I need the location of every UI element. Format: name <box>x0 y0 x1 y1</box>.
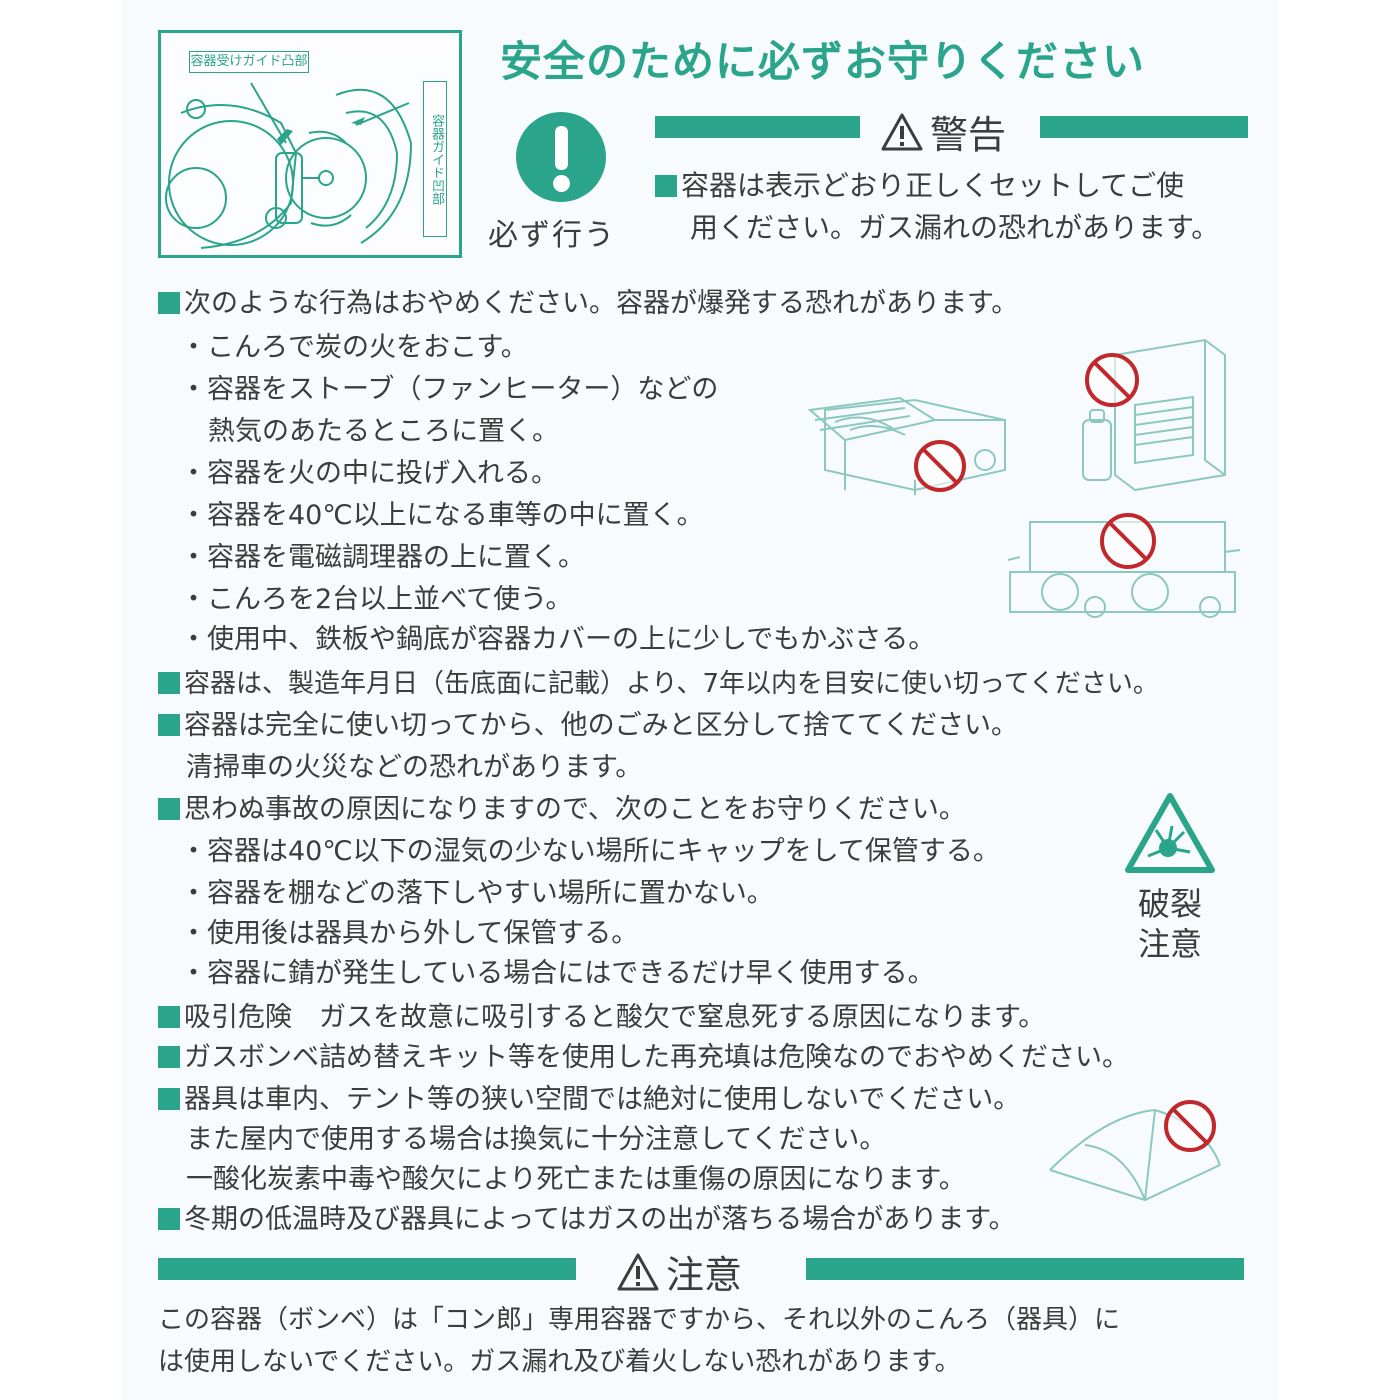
list-item: 思わぬ事故の原因になりますので、次のことをお守りください。 <box>158 792 966 828</box>
prohibited-icon <box>1085 353 1139 407</box>
charcoal-grill-illustration <box>807 396 1006 495</box>
caution-bar-left <box>158 1258 576 1280</box>
caution-heading: 注意 <box>616 1244 742 1299</box>
exclamation-icon <box>516 112 606 202</box>
caution-bar-right <box>806 1258 1244 1280</box>
list-item: ガスボンベ詰め替えキット等を使用した再充填は危険なのでおやめください。 <box>158 1040 1129 1076</box>
burst-caution-label: 破裂 注意 <box>1130 884 1210 964</box>
list-item: ・容器を電磁調理器の上に置く。 <box>180 542 585 573</box>
list-item: ・容器に錆が発生している場合にはできるだけ早く使用する。 <box>180 958 935 989</box>
list-item: ・容器を40℃以上になる車等の中に置く。 <box>180 500 704 531</box>
explosion-warning-icon <box>1125 793 1215 873</box>
warning-heading: 警告 <box>880 104 1006 159</box>
list-item: ・使用後は器具から外して保管する。 <box>180 918 639 949</box>
list-item: ・こんろで炭の火をおこす。 <box>180 332 528 363</box>
prohibited-icon <box>914 440 966 492</box>
warning-bar-right <box>1040 116 1248 138</box>
burst-label-line2: 注意 <box>1137 925 1202 963</box>
list-item: ・容器を棚などの落下しやすい場所に置かない。 <box>180 878 774 909</box>
caution-triangle-icon <box>617 1253 659 1290</box>
prohibited-icon <box>1100 513 1156 569</box>
warning-text-line2: 用ください。ガス漏れの恐れがあります。 <box>690 211 1220 244</box>
burst-label-line1: 破裂 <box>1137 885 1202 923</box>
must-do-label: 必ず行う <box>488 218 616 253</box>
list-item: ・使用中、鉄板や鍋底が容器カバーの上に少しでもかぶさる。 <box>180 624 936 655</box>
list-item: ・容器は40℃以下の湿気の少ない場所にキャップをして保管する。 <box>180 836 1000 867</box>
warning-text-line1: 容器は表示どおり正しくセットしてご使 <box>655 168 1184 204</box>
list-item: 容器は完全に使い切ってから、他のごみと区分して捨ててください。 <box>158 708 1018 744</box>
list-item: 容器は、製造年月日（缶底面に記載）より、7年以内を目安に使い切ってください。 <box>158 666 1159 702</box>
caution-text-line2: は使用しないでください。ガス漏れ及び着火しない恐れがあります。 <box>158 1347 961 1377</box>
list-item: 器具は車内、テント等の狭い空間では絶対に使用しないでください。 <box>158 1082 1020 1118</box>
prohibited-icon <box>1164 1100 1216 1152</box>
list-item: 清掃車の火災などの恐れがあります。 <box>186 752 643 783</box>
warning-bar-left <box>655 116 860 138</box>
list-item: 冬期の低温時及び器具によってはガスの出が落ちる場合があります。 <box>158 1202 1016 1238</box>
list-item: また屋内で使用する場合は換気に十分注意してください。 <box>186 1124 887 1155</box>
burner-diagram <box>165 82 413 249</box>
warning-triangle-icon <box>881 113 923 150</box>
warning-heading-text: 警告 <box>930 113 1007 157</box>
list-item: 一酸化炭素中毒や酸欠により死亡または重傷の原因になります。 <box>186 1164 966 1195</box>
guide-convex-label: 容器受けガイド凸部 <box>189 51 309 73</box>
guide-concave-label: 容器ガイド凹部 <box>423 81 447 237</box>
list-item: ・容器を火の中に投げ入れる。 <box>180 458 558 489</box>
list-item: 吸引危険 ガスを故意に吸引すると酸欠で窒息死する原因になります。 <box>158 1000 1045 1036</box>
fan-heater-illustration <box>1082 338 1226 492</box>
container-guide-figure: 容器受けガイド凸部 容器ガイド凹部 <box>158 30 462 258</box>
double-stove-illustration <box>1007 521 1241 618</box>
list-item: 次のような行為はおやめください。容器が爆発する恐れがあります。 <box>158 286 1018 322</box>
caution-heading-text: 注意 <box>666 1253 743 1297</box>
list-item: 熱気のあたるところに置く。 <box>208 416 559 447</box>
caution-text-line1: この容器（ボンベ）は「コン郎」専用容器ですから、それ以外のこんろ（器具）に <box>158 1305 1121 1335</box>
list-item: ・こんろを2台以上並べて使う。 <box>180 584 573 615</box>
list-item: ・容器をストーブ（ファンヒーター）などの <box>180 374 719 405</box>
page-title: 安全のために必ずお守りください <box>500 37 1146 86</box>
